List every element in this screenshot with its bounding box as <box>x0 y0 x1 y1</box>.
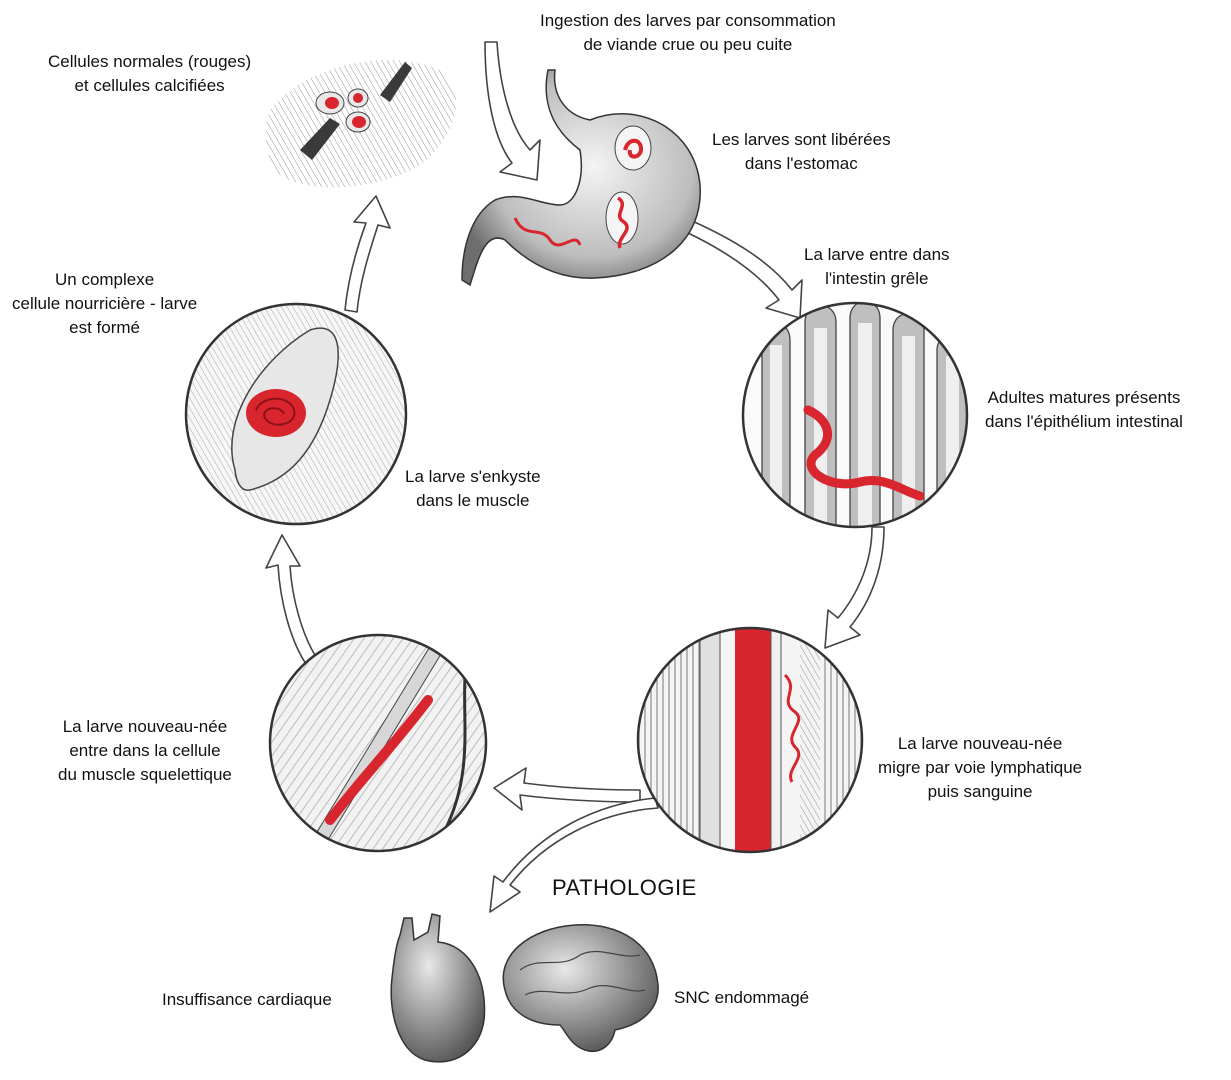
arrow-cyst-to-calcified <box>345 196 390 312</box>
label-complex: Un complexe cellule nourricière - larve … <box>12 268 197 340</box>
label-intestine-entry: La larve entre dans l'intestin grêle <box>804 243 950 291</box>
label-adults: Adultes matures présents dans l'épithéli… <box>985 386 1183 434</box>
encysted-larva-circle <box>180 300 420 530</box>
label-intestine-entry-line-1: La larve entre dans <box>804 243 950 267</box>
label-muscle-entry: La larve nouveau-née entre dans la cellu… <box>58 715 232 787</box>
label-adults-line-1: Adultes matures présents <box>985 386 1183 410</box>
label-heart: Insuffisance cardiaque <box>162 988 332 1012</box>
ingestion-arrow <box>485 42 540 180</box>
label-complex-line-1: Un complexe <box>12 268 197 292</box>
label-calcified-line-1: Cellules normales (rouges) <box>48 50 251 74</box>
lymph-blood-circle <box>630 620 870 860</box>
label-muscle-entry-line-1: La larve nouveau-née <box>58 715 232 739</box>
label-migration-line-1: La larve nouveau-née <box>878 732 1082 756</box>
label-encyst-line-1: La larve s'enkyste <box>405 465 541 489</box>
label-migration-line-3: puis sanguine <box>878 780 1082 804</box>
label-stomach-line-1: Les larves sont libérées <box>712 128 891 152</box>
arrow-lymph-to-muscle <box>494 768 640 810</box>
brain-illustration <box>503 925 658 1052</box>
arrow-intestine-to-lymph <box>825 527 884 648</box>
label-complex-line-2: cellule nourricière - larve <box>12 292 197 316</box>
calcified-cells-illustration <box>266 60 456 187</box>
label-ingestion: Ingestion des larves par consommation de… <box>540 9 836 57</box>
label-muscle-entry-line-3: du muscle squelettique <box>58 763 232 787</box>
label-stomach: Les larves sont libérées dans l'estomac <box>712 128 891 176</box>
label-calcified: Cellules normales (rouges) et cellules c… <box>48 50 251 98</box>
label-ingestion-line-1: Ingestion des larves par consommation <box>540 9 836 33</box>
pathology-title: PATHOLOGIE <box>552 875 697 901</box>
arrow-muscle-to-cyst <box>266 535 318 664</box>
label-encyst: La larve s'enkyste dans le muscle <box>405 465 541 513</box>
skeletal-muscle-circle <box>260 630 500 866</box>
label-ingestion-line-2: de viande crue ou peu cuite <box>540 33 836 57</box>
label-muscle-entry-line-2: entre dans la cellule <box>58 739 232 763</box>
label-complex-line-3: est formé <box>12 316 197 340</box>
label-migration: La larve nouveau-née migre par voie lymp… <box>878 732 1082 804</box>
label-adults-line-2: dans l'épithélium intestinal <box>985 410 1183 434</box>
label-calcified-line-2: et cellules calcifiées <box>48 74 251 98</box>
label-stomach-line-2: dans l'estomac <box>712 152 891 176</box>
label-brain: SNC endommagé <box>674 986 809 1010</box>
label-intestine-entry-line-2: l'intestin grêle <box>804 267 950 291</box>
heart-illustration <box>391 914 484 1062</box>
intestine-circle <box>743 302 968 547</box>
arrow-stomach-to-intestine <box>686 220 802 318</box>
label-migration-line-2: migre par voie lymphatique <box>878 756 1082 780</box>
label-encyst-line-2: dans le muscle <box>405 489 541 513</box>
